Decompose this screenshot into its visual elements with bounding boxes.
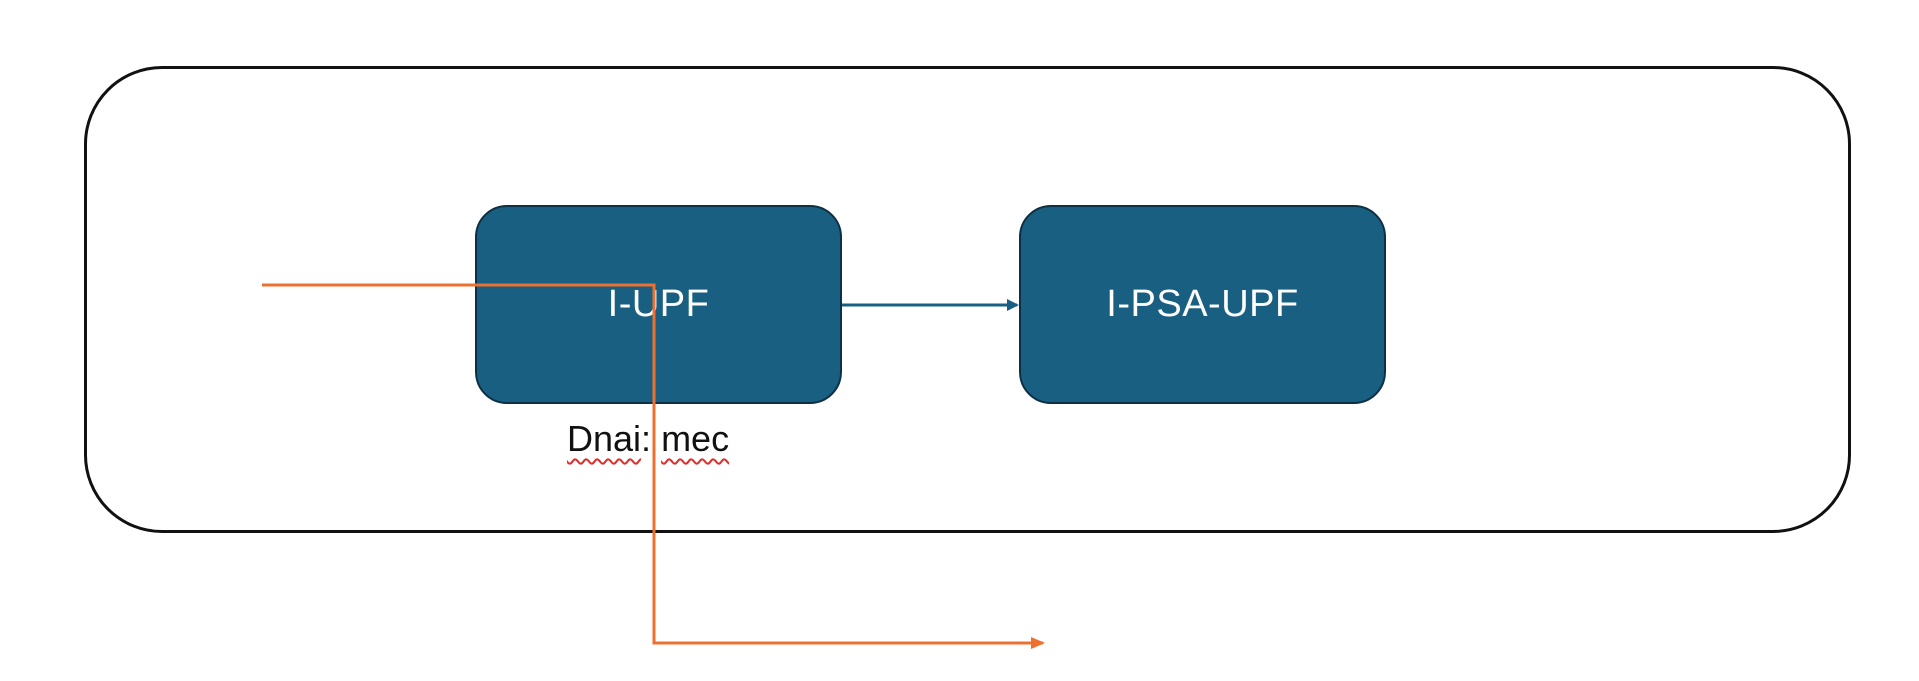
i-upf-node[interactable]: I-UPF bbox=[475, 205, 842, 404]
i-psa-upf-label: I-PSA-UPF bbox=[1106, 283, 1299, 325]
i-psa-upf-node[interactable]: I-PSA-UPF bbox=[1019, 205, 1386, 404]
network-boundary bbox=[84, 66, 1851, 533]
dnai-prefix: Dnai bbox=[567, 418, 642, 459]
dnai-value: mec bbox=[661, 418, 730, 459]
dnai-label: Dnai: mec bbox=[567, 418, 729, 460]
i-upf-label: I-UPF bbox=[607, 283, 710, 325]
dnai-separator: : bbox=[641, 418, 662, 459]
